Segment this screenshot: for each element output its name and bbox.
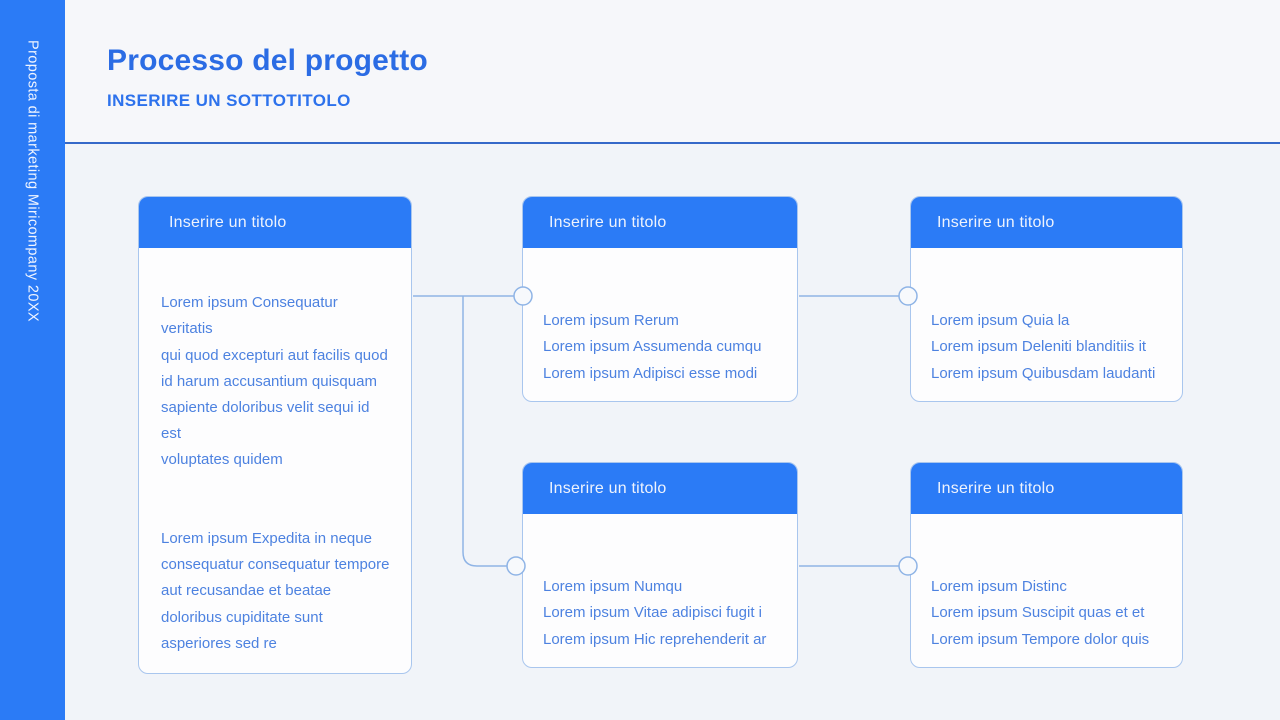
process-card-5-body[interactable]: Lorem ipsum Distinc Lorem ipsum Suscipit… (911, 514, 1182, 667)
card-paragraph: Lorem ipsum Expedita in neque consequatu… (161, 530, 390, 652)
process-card-2-body[interactable]: Lorem ipsum Rerum Lorem ipsum Assumenda … (523, 248, 797, 401)
sidebar-rail: Proposta di marketing Miricompany 20XX (0, 0, 65, 720)
card-paragraph: Lorem ipsum Numqu Lorem ipsum Vitae adip… (543, 578, 767, 648)
card-paragraph: Lorem ipsum Consequatur veritatis qui qu… (161, 294, 388, 469)
page-title[interactable]: Processo del progetto (107, 44, 428, 77)
card-paragraph: Lorem ipsum Quia la Lorem ipsum Deleniti… (931, 312, 1156, 382)
process-card-3-body[interactable]: Lorem ipsum Quia la Lorem ipsum Deleniti… (911, 248, 1182, 401)
process-card-1-title[interactable]: Inserire un titolo (139, 197, 411, 248)
process-card-1-body[interactable]: Lorem ipsum Consequatur veritatis qui qu… (139, 268, 411, 655)
header-divider-line (65, 142, 1280, 144)
card-paragraph: Lorem ipsum Rerum Lorem ipsum Assumenda … (543, 312, 762, 382)
process-card-3-title[interactable]: Inserire un titolo (911, 197, 1182, 248)
process-card-4-body[interactable]: Lorem ipsum Numqu Lorem ipsum Vitae adip… (523, 514, 797, 667)
process-card-1[interactable]: Inserire un titolo Lorem ipsum Consequat… (138, 196, 412, 674)
page-subtitle[interactable]: INSERIRE UN SOTTOTITOLO (107, 91, 351, 110)
connector-elbow-card1-to-card4 (462, 296, 507, 567)
process-card-2-title[interactable]: Inserire un titolo (523, 197, 797, 248)
process-card-2[interactable]: Inserire un titolo Lorem ipsum Rerum Lor… (522, 196, 798, 402)
process-card-4[interactable]: Inserire un titolo Lorem ipsum Numqu Lor… (522, 462, 798, 668)
process-card-4-title[interactable]: Inserire un titolo (523, 463, 797, 514)
process-card-5[interactable]: Inserire un titolo Lorem ipsum Distinc L… (910, 462, 1183, 668)
card-paragraph: Lorem ipsum Distinc Lorem ipsum Suscipit… (931, 578, 1150, 648)
sidebar-label: Proposta di marketing Miricompany 20XX (24, 40, 41, 322)
process-card-3[interactable]: Inserire un titolo Lorem ipsum Quia la L… (910, 196, 1183, 402)
process-card-5-title[interactable]: Inserire un titolo (911, 463, 1182, 514)
header-band (65, 0, 1280, 142)
